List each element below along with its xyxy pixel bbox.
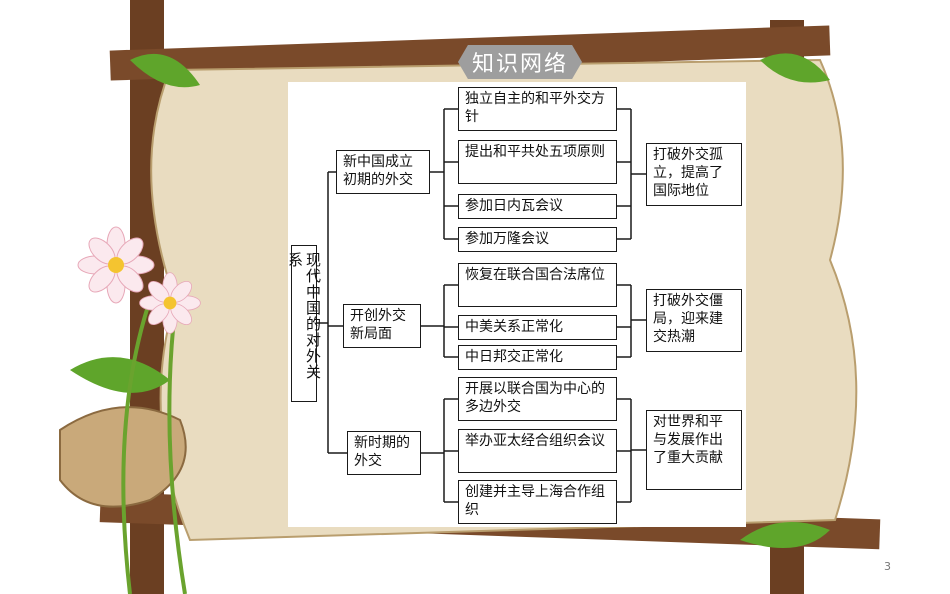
group-box: 新中国成立初期的外交 bbox=[336, 150, 430, 194]
item-box: 恢复在联合国合法席位 bbox=[458, 263, 617, 307]
leaf bbox=[130, 53, 200, 88]
daisy-flower-icon bbox=[139, 272, 201, 334]
daisy-flower-icon bbox=[77, 226, 155, 304]
leaf bbox=[740, 522, 830, 548]
item-box: 提出和平共处五项原则 bbox=[458, 140, 617, 184]
item-box: 独立自主的和平外交方针 bbox=[458, 87, 617, 131]
leaf bbox=[70, 357, 170, 393]
result-box: 打破外交僵局，迎来建交热潮 bbox=[646, 289, 742, 352]
root-box: 现代中国的对外关系 bbox=[286, 245, 322, 402]
group-box: 开创外交新局面 bbox=[343, 304, 421, 348]
flower-stem bbox=[121, 299, 152, 594]
item-box: 开展以联合国为中心的多边外交 bbox=[458, 377, 617, 421]
result-box: 对世界和平与发展作出了重大贡献 bbox=[646, 410, 742, 490]
connector-lines bbox=[317, 108, 646, 503]
diagram-panel: 现代中国的对外关系 新中国成立初期的外交 开创外交新局面 新时期的外交 独立自主… bbox=[286, 82, 746, 527]
item-box: 中日邦交正常化 bbox=[458, 345, 617, 370]
result-box: 打破外交孤立，提高了国际地位 bbox=[646, 143, 742, 206]
page-number: 3 bbox=[884, 560, 891, 573]
item-box: 创建并主导上海合作组织 bbox=[458, 480, 617, 524]
leaf bbox=[760, 53, 830, 83]
item-box: 中美关系正常化 bbox=[458, 315, 617, 340]
group-box: 新时期的外交 bbox=[347, 431, 421, 475]
item-box: 参加日内瓦会议 bbox=[458, 194, 617, 219]
item-box: 举办亚太经合组织会议 bbox=[458, 429, 617, 473]
flower-stem bbox=[167, 309, 187, 594]
item-box: 参加万隆会议 bbox=[458, 227, 617, 252]
title-banner: 知识网络 bbox=[458, 45, 582, 79]
